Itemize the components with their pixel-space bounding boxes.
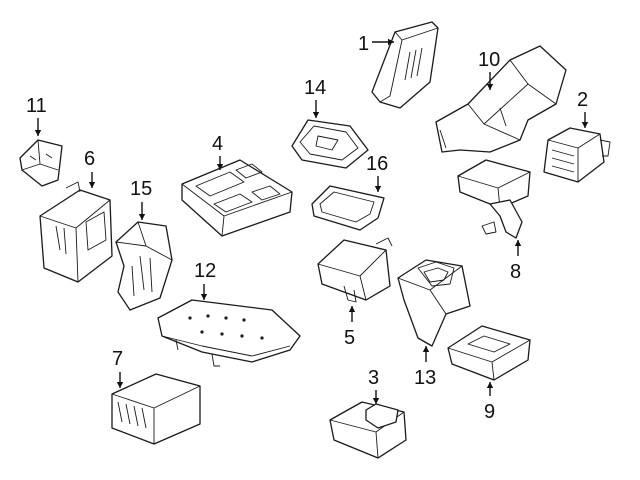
callout-number-5: 5: [344, 327, 355, 349]
callout-number-2: 2: [577, 89, 588, 111]
callout-number-4: 4: [212, 133, 223, 155]
callout-number-10: 10: [478, 49, 500, 71]
part-12-panel: [157, 299, 301, 367]
callout-arrow-1: [388, 38, 394, 46]
callout-arrow-15: [138, 214, 146, 220]
part-8-sensor: [457, 159, 531, 239]
callout-arrow-3: [372, 398, 380, 404]
callout-arrow-10: [486, 84, 494, 90]
part-6-module: [39, 181, 113, 283]
part-5-module: [317, 237, 393, 303]
callout-number-7: 7: [112, 348, 123, 370]
callout-arrow-12: [200, 294, 208, 300]
part-1-module: [371, 21, 439, 109]
callout-number-6: 6: [84, 148, 95, 170]
callout-arrow-5: [348, 306, 356, 312]
callout-number-8: 8: [510, 261, 521, 283]
part-10-bracket: [435, 45, 567, 153]
part-4-module: [181, 159, 293, 237]
part-16-pad: [311, 185, 385, 231]
callout-number-13: 13: [414, 367, 436, 389]
part-9-module: [447, 325, 531, 381]
callout-number-15: 15: [130, 178, 152, 200]
part-13-housing: [397, 259, 471, 347]
part-15-bracket: [115, 221, 173, 311]
callout-number-12: 12: [194, 260, 216, 282]
callout-number-14: 14: [304, 77, 326, 99]
callout-arrow-6: [88, 182, 96, 188]
callout-number-1: 1: [358, 33, 369, 55]
callout-number-9: 9: [484, 401, 495, 423]
callout-arrow-8: [514, 240, 522, 246]
callout-arrow-14: [312, 112, 320, 118]
callout-arrow-9: [486, 382, 494, 388]
callout-arrow-13: [422, 346, 430, 352]
part-7-module: [111, 373, 201, 445]
callout-arrow-2: [581, 122, 589, 128]
part-3-module: [329, 401, 407, 459]
part-2-module: [543, 127, 611, 183]
callout-number-16: 16: [366, 153, 388, 175]
callout-number-11: 11: [26, 95, 47, 117]
callout-arrow-7: [116, 382, 124, 388]
part-14-tray: [291, 119, 369, 169]
part-11-bracket: [19, 139, 63, 187]
callout-arrow-11: [34, 130, 42, 136]
callout-number-3: 3: [368, 367, 379, 389]
callout-arrow-16: [374, 186, 382, 192]
callout-arrow-4: [216, 164, 224, 170]
